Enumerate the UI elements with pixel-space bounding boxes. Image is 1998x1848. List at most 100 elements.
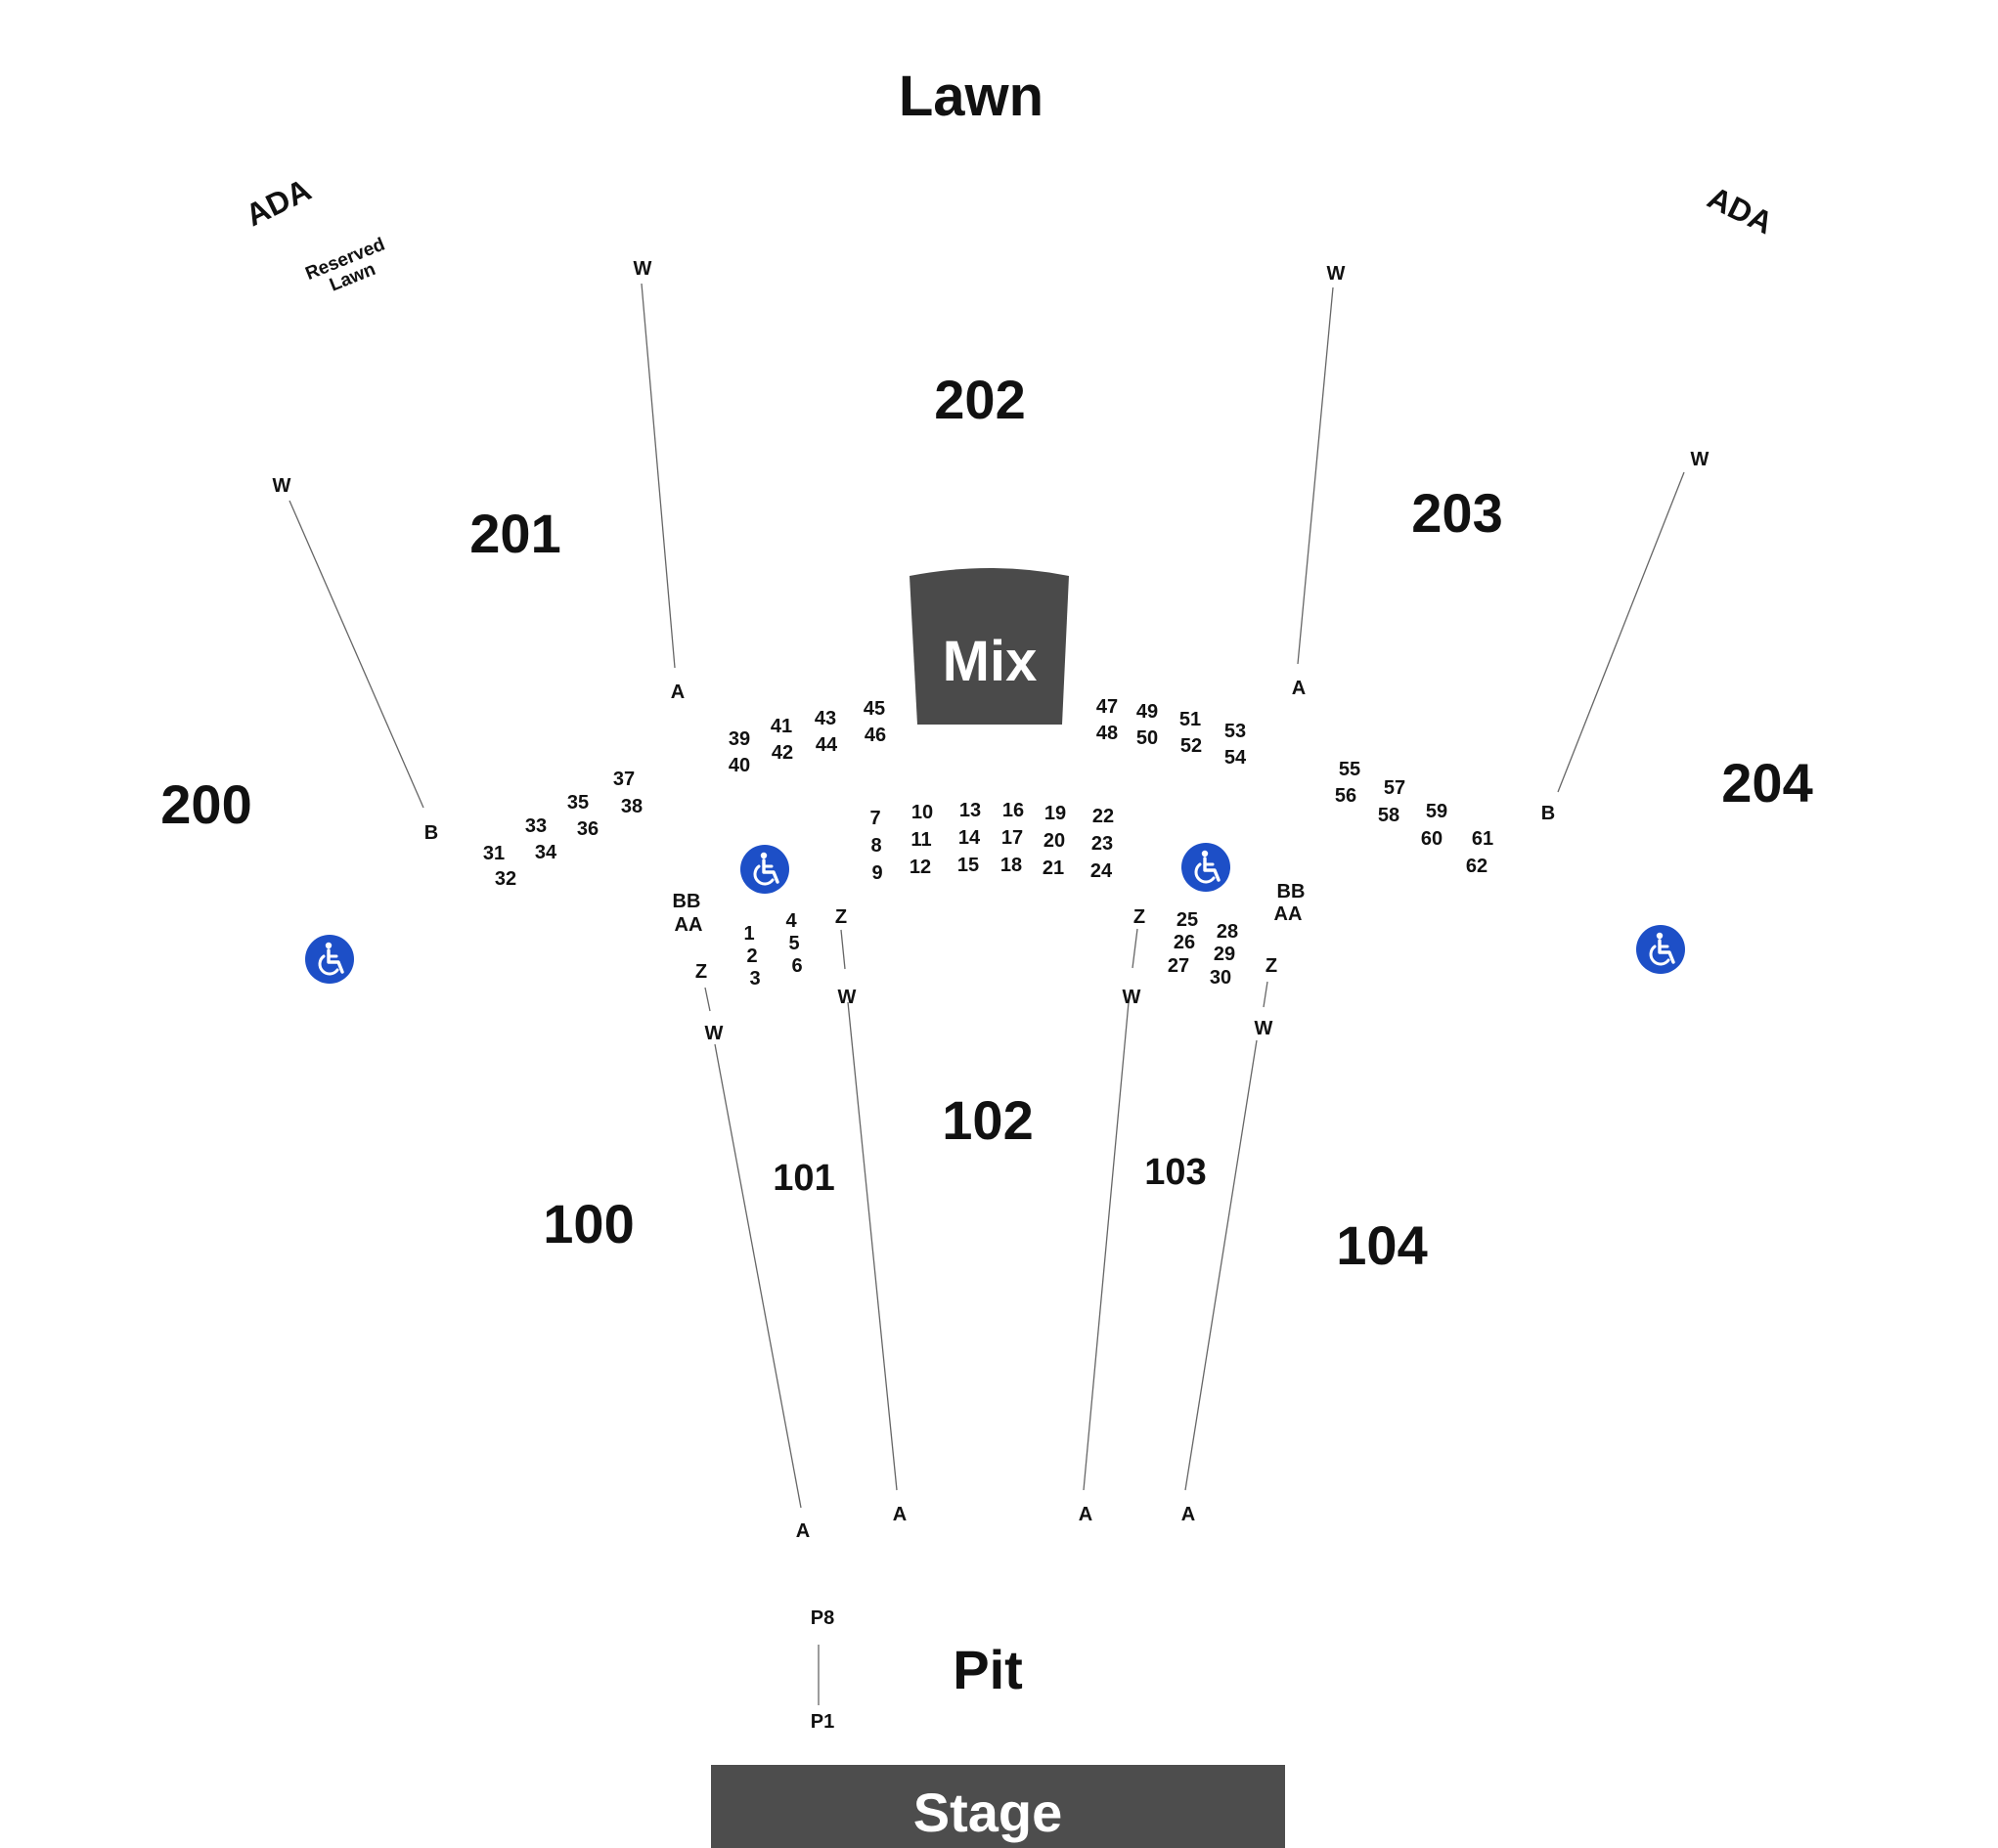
section-201[interactable]: 201 bbox=[469, 503, 560, 564]
box-47[interactable]: 47 bbox=[1096, 696, 1118, 718]
box-40[interactable]: 40 bbox=[729, 755, 750, 776]
box-28[interactable]: 28 bbox=[1217, 921, 1238, 943]
box-36[interactable]: 36 bbox=[577, 818, 599, 840]
section-204[interactable]: 204 bbox=[1721, 752, 1812, 814]
box-52[interactable]: 52 bbox=[1180, 735, 1202, 757]
wheelchair-icon[interactable] bbox=[1179, 841, 1232, 894]
box-6[interactable]: 6 bbox=[791, 955, 802, 977]
box-32[interactable]: 32 bbox=[495, 868, 516, 890]
row-label-a: A bbox=[671, 682, 685, 703]
aisle-line-202-203 bbox=[1297, 286, 1334, 665]
box-22[interactable]: 22 bbox=[1092, 806, 1114, 827]
box-35[interactable]: 35 bbox=[567, 792, 589, 814]
box-1[interactable]: 1 bbox=[743, 923, 754, 945]
box-49[interactable]: 49 bbox=[1136, 701, 1158, 723]
box-38[interactable]: 38 bbox=[621, 796, 643, 817]
row-label-z: Z bbox=[835, 906, 847, 928]
box-14[interactable]: 14 bbox=[958, 827, 981, 849]
stage[interactable] bbox=[711, 1765, 1285, 1848]
box-48[interactable]: 48 bbox=[1096, 723, 1118, 744]
box-33[interactable]: 33 bbox=[525, 815, 547, 837]
wheelchair-icon[interactable] bbox=[738, 843, 791, 896]
aisle-line-z-w-right bbox=[1263, 981, 1268, 1008]
box-51[interactable]: 51 bbox=[1179, 709, 1201, 730]
box-19[interactable]: 19 bbox=[1044, 803, 1066, 824]
aisle-line-103-104 bbox=[1184, 1039, 1258, 1491]
box-29[interactable]: 29 bbox=[1214, 944, 1235, 965]
box-23[interactable]: 23 bbox=[1091, 833, 1113, 855]
box-56[interactable]: 56 bbox=[1335, 785, 1356, 807]
box-46[interactable]: 46 bbox=[865, 725, 886, 746]
box-58[interactable]: 58 bbox=[1378, 805, 1399, 826]
box-21[interactable]: 21 bbox=[1043, 858, 1064, 879]
row-label-w: W bbox=[838, 987, 857, 1008]
reserved-lawn-label[interactable]: Reserved Lawn bbox=[302, 235, 395, 303]
box-18[interactable]: 18 bbox=[1000, 855, 1022, 876]
box-60[interactable]: 60 bbox=[1421, 828, 1443, 850]
wheelchair-icon[interactable] bbox=[1634, 923, 1687, 976]
box-17[interactable]: 17 bbox=[1001, 827, 1023, 849]
box-53[interactable]: 53 bbox=[1224, 721, 1246, 742]
box-9[interactable]: 9 bbox=[871, 862, 882, 884]
box-8[interactable]: 8 bbox=[870, 835, 881, 857]
box-45[interactable]: 45 bbox=[864, 698, 885, 720]
section-200[interactable]: 200 bbox=[160, 773, 251, 835]
ada-right-label[interactable]: ADA bbox=[1703, 180, 1779, 242]
box-11[interactable]: 11 bbox=[910, 829, 931, 851]
box-10[interactable]: 10 bbox=[911, 802, 933, 823]
box-59[interactable]: 59 bbox=[1426, 801, 1447, 822]
row-label-b: B bbox=[424, 822, 438, 844]
row-label-z: Z bbox=[1265, 955, 1277, 977]
box-25[interactable]: 25 bbox=[1177, 909, 1198, 931]
box-57[interactable]: 57 bbox=[1384, 777, 1405, 799]
row-label-w: W bbox=[1327, 263, 1346, 285]
box-41[interactable]: 41 bbox=[771, 716, 792, 737]
box-numbers: 1 2 3 4 5 6 7 8 9 10 11 12 13 14 15 16 1… bbox=[483, 696, 1493, 990]
box-31[interactable]: 31 bbox=[483, 843, 505, 864]
box-5[interactable]: 5 bbox=[788, 933, 799, 954]
section-103[interactable]: 103 bbox=[1144, 1152, 1206, 1193]
box-55[interactable]: 55 bbox=[1339, 759, 1360, 780]
box-20[interactable]: 20 bbox=[1043, 830, 1065, 852]
section-101[interactable]: 101 bbox=[773, 1158, 834, 1199]
box-7[interactable]: 7 bbox=[869, 808, 880, 829]
row-label-bb: BB bbox=[1277, 881, 1306, 902]
box-15[interactable]: 15 bbox=[957, 855, 979, 876]
section-104[interactable]: 104 bbox=[1336, 1214, 1427, 1276]
section-100[interactable]: 100 bbox=[543, 1193, 634, 1254]
box-39[interactable]: 39 bbox=[729, 728, 750, 750]
row-label-w: W bbox=[705, 1023, 724, 1044]
box-43[interactable]: 43 bbox=[815, 708, 836, 729]
box-26[interactable]: 26 bbox=[1174, 932, 1195, 953]
row-label-w: W bbox=[273, 475, 291, 497]
wheelchair-icon[interactable] bbox=[303, 933, 356, 986]
box-12[interactable]: 12 bbox=[910, 857, 931, 878]
pit-label[interactable]: Pit bbox=[953, 1639, 1023, 1700]
box-54[interactable]: 54 bbox=[1224, 747, 1247, 769]
box-44[interactable]: 44 bbox=[816, 734, 838, 756]
box-13[interactable]: 13 bbox=[959, 800, 981, 821]
box-3[interactable]: 3 bbox=[749, 968, 760, 990]
section-202[interactable]: 202 bbox=[934, 369, 1025, 430]
mix-booth[interactable] bbox=[910, 568, 1069, 725]
box-16[interactable]: 16 bbox=[1002, 800, 1024, 821]
box-2[interactable]: 2 bbox=[746, 946, 757, 967]
box-50[interactable]: 50 bbox=[1136, 727, 1158, 749]
box-61[interactable]: 61 bbox=[1472, 828, 1493, 850]
box-4[interactable]: 4 bbox=[785, 910, 797, 932]
box-62[interactable]: 62 bbox=[1466, 856, 1487, 877]
aisle-line-201-left bbox=[289, 500, 424, 809]
box-27[interactable]: 27 bbox=[1168, 955, 1189, 977]
ada-left-label[interactable]: ADA bbox=[240, 172, 316, 234]
box-30[interactable]: 30 bbox=[1210, 967, 1231, 989]
section-102[interactable]: 102 bbox=[942, 1089, 1033, 1151]
aisle-line-z-w-101 bbox=[840, 929, 846, 970]
row-label-a: A bbox=[893, 1504, 907, 1525]
box-42[interactable]: 42 bbox=[772, 742, 793, 764]
box-37[interactable]: 37 bbox=[613, 769, 635, 790]
box-34[interactable]: 34 bbox=[535, 842, 557, 863]
row-label-w: W bbox=[1691, 449, 1709, 470]
section-203[interactable]: 203 bbox=[1411, 482, 1502, 544]
lawn-label[interactable]: Lawn bbox=[899, 65, 1043, 128]
box-24[interactable]: 24 bbox=[1090, 860, 1113, 882]
